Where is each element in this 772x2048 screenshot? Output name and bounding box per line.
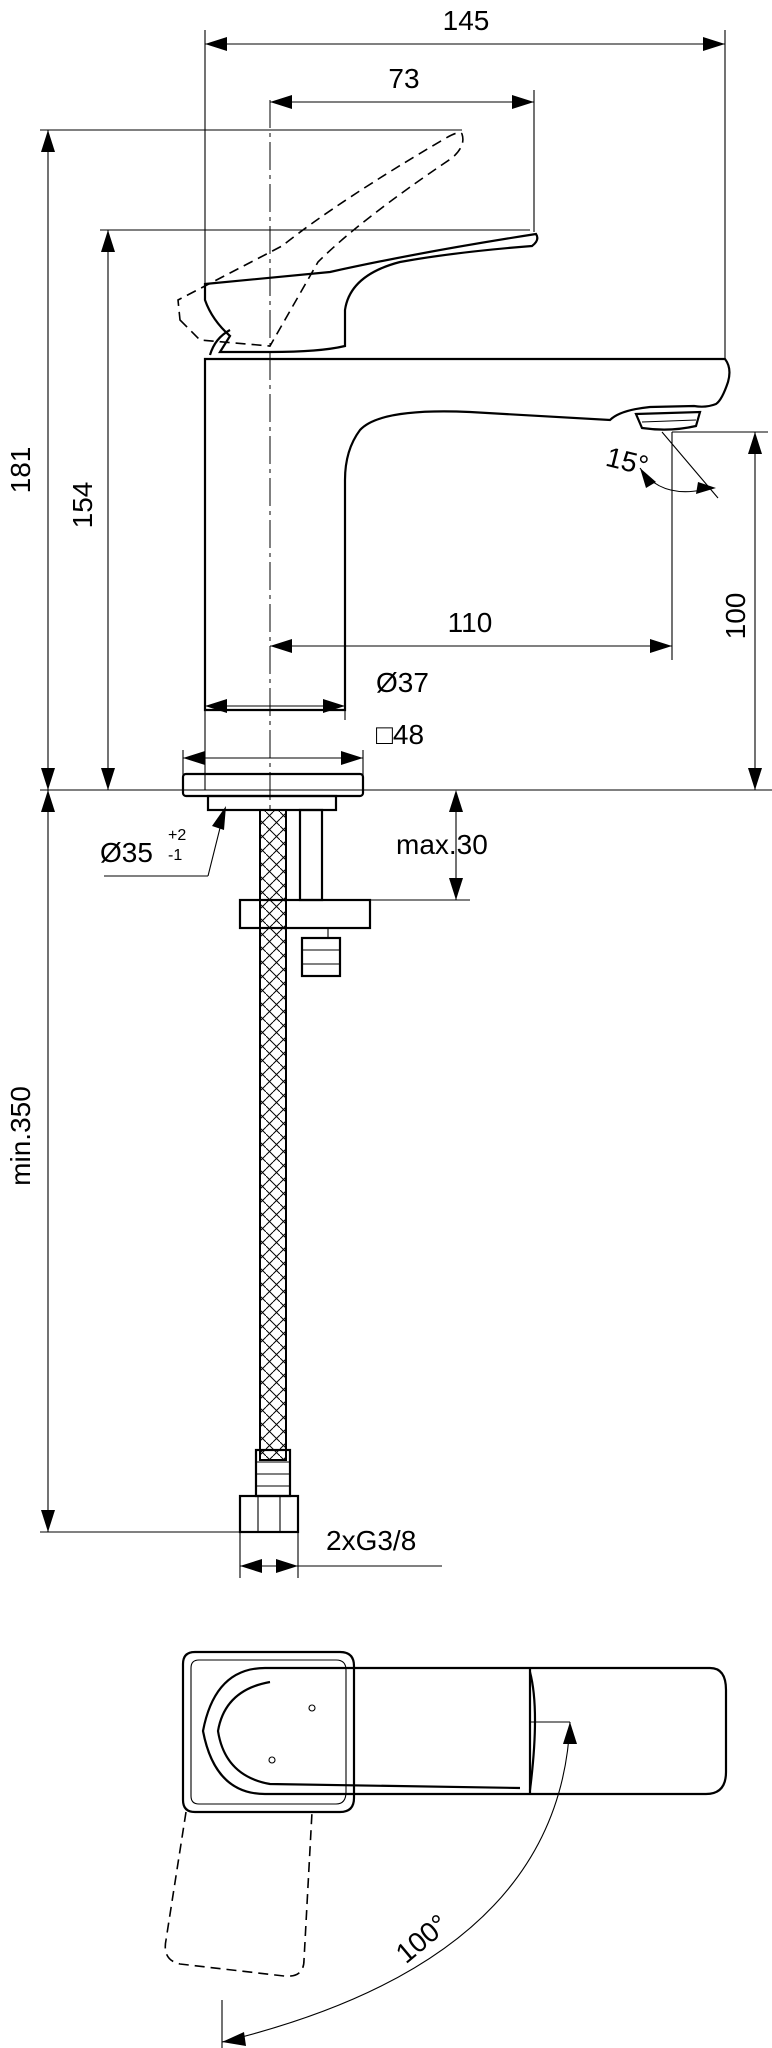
dim-spout-reach: 73 (388, 63, 419, 94)
dim-lever-rotation: 100° (390, 1908, 454, 1969)
dim-body-diameter: Ø37 (376, 667, 429, 698)
mounting-stud (298, 808, 324, 902)
fixing-nut (300, 936, 342, 978)
lever-handle (203, 232, 539, 354)
dim-hole-diameter: Ø35 (100, 837, 153, 868)
dim-height-total: 181 (5, 447, 36, 494)
dim-hole-tolerance-plus: +2 (168, 827, 186, 844)
fixing-plate (238, 898, 372, 930)
dim-width-total: 145 (443, 5, 490, 36)
dim-hole-tolerance-minus: -1 (168, 847, 182, 864)
dim-outlet-height: 100 (720, 593, 751, 640)
top-base-plate (181, 1650, 356, 1814)
dim-base-square: □48 (376, 719, 424, 750)
top-lever-rotated (164, 1811, 313, 1977)
lever-open-position (177, 131, 464, 347)
faucet-body (203, 357, 731, 712)
dim-spout-angle: 15° (603, 441, 652, 481)
dim-spout-projection: 110 (448, 607, 493, 638)
side-elevation: 145 73 181 154 100 15° 110 (5, 5, 772, 1578)
dim-min-hose-length: min.350 (5, 1086, 36, 1186)
dim-height-lever: 154 (67, 482, 98, 529)
hose-connector-nut (238, 1494, 300, 1534)
base-rosette (181, 772, 365, 798)
top-view: 100° (164, 1650, 728, 2048)
rotation-arc (221, 1721, 571, 2043)
top-spout-body (201, 1666, 728, 1796)
braided-hose (259, 809, 287, 1461)
dim-max-deck-thickness: max.30 (396, 829, 488, 860)
aerator (634, 410, 702, 431)
dim-connection-thread: 2xG3/8 (326, 1525, 416, 1556)
